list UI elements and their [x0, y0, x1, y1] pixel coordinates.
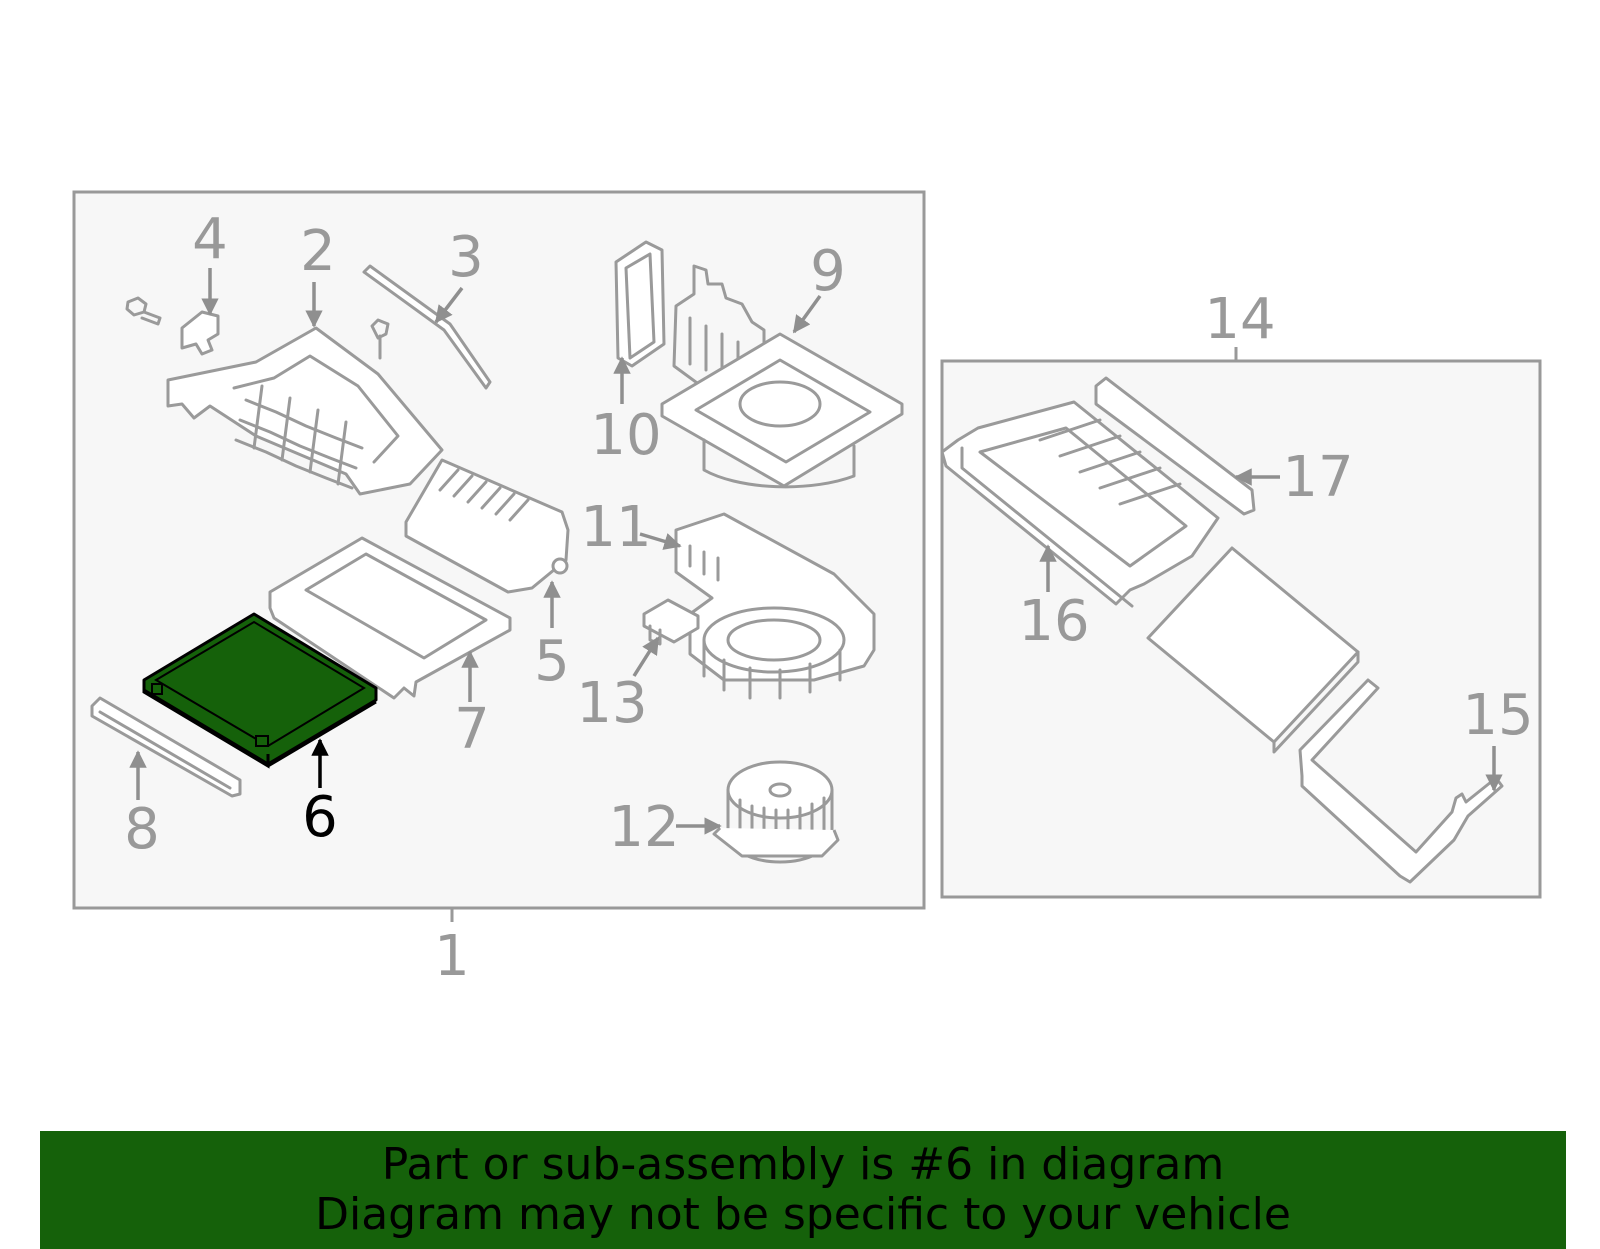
callout-4: 4 [192, 207, 228, 272]
callout-13: 13 [576, 671, 647, 736]
part-16-evaporator-housing[interactable] [940, 400, 1220, 608]
part-6-cabin-filter[interactable] [142, 612, 378, 769]
part-8-strip[interactable] [90, 696, 242, 798]
callout-8: 8 [124, 797, 160, 862]
part-15-bracket[interactable] [1298, 678, 1504, 884]
callout-arrows [129, 268, 1503, 835]
part-2-housing[interactable] [166, 318, 444, 496]
part-17-trim-strip[interactable] [1094, 376, 1256, 516]
callout-9: 9 [810, 239, 846, 304]
part-9-blower-housing[interactable] [660, 264, 904, 489]
part-11-blower-scroll[interactable] [674, 512, 876, 700]
callout-17: 17 [1282, 445, 1353, 510]
callout-16: 16 [1018, 589, 1089, 654]
part-10-gasket[interactable] [614, 240, 666, 368]
part-3-seal[interactable] [362, 264, 492, 390]
callout-1: 1 [434, 924, 470, 989]
callout-14: 14 [1204, 287, 1275, 352]
callout-5: 5 [534, 629, 570, 694]
info-banner-background [40, 1131, 1566, 1249]
callout-12: 12 [608, 795, 679, 860]
part-5-door[interactable] [404, 458, 570, 594]
part-7-frame[interactable] [268, 536, 512, 700]
callout-6: 6 [302, 785, 338, 850]
heater-core [1146, 546, 1360, 754]
banner-line-disclaimer: Diagram may not be specific to your vehi… [315, 1189, 1291, 1240]
callout-11: 11 [580, 495, 651, 560]
callout-10: 10 [590, 403, 661, 468]
info-banner: Part or sub-assembly is #6 in diagram Di… [40, 1131, 1566, 1249]
callout-2: 2 [300, 219, 336, 284]
callout-7: 7 [454, 697, 490, 762]
callout-15: 15 [1462, 683, 1533, 748]
part-12-blower-motor[interactable] [712, 760, 840, 864]
callout-3: 3 [448, 225, 484, 290]
banner-line-part-number: Part or sub-assembly is #6 in diagram [381, 1139, 1225, 1190]
